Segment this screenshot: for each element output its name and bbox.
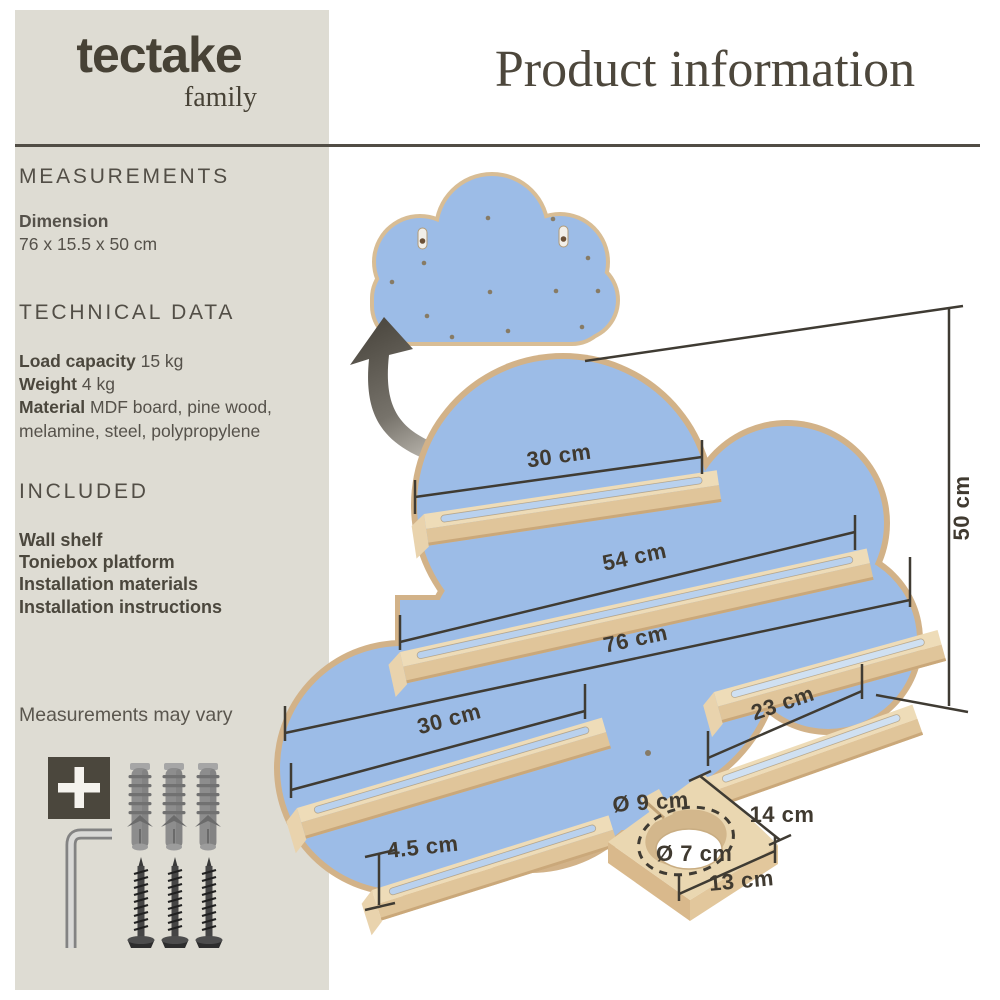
- screw-icon: [194, 855, 224, 950]
- platform-hole: [655, 828, 723, 870]
- weight-label: Weight: [19, 374, 78, 395]
- shelf-rail-top: [411, 470, 722, 559]
- included-item: Toniebox platform: [19, 552, 175, 573]
- tech-row-load: Load capacity 15 kg: [19, 350, 319, 373]
- screw-icon: [160, 855, 190, 950]
- tech-row-weight: Weight 4 kg: [19, 373, 319, 396]
- material-value: MDF board, pine wood, melamine, steel, p…: [19, 397, 272, 441]
- material-label: Material: [19, 397, 86, 418]
- wall-plug-icon: [160, 762, 188, 852]
- measurement-recess-inner: Ø 7 cm: [656, 841, 732, 866]
- allen-key-icon: [65, 828, 112, 948]
- included-item: Wall shelf: [19, 530, 103, 550]
- curved-arrow-icon: [350, 317, 451, 467]
- plus-icon: [48, 757, 110, 819]
- technical-heading: TECHNICAL DATA: [19, 301, 236, 324]
- measurements-note: Measurements may vary: [19, 704, 233, 726]
- measurement-platform-depth: 14 cm: [688, 769, 815, 847]
- hardware-icons: [48, 757, 224, 950]
- shelf-rail-right-middle: [703, 630, 947, 738]
- brand-sub: family: [183, 82, 257, 113]
- header-divider: [15, 144, 980, 147]
- dimension-label: Dimension: [19, 211, 109, 231]
- svg-text:14 cm: 14 cm: [750, 802, 815, 827]
- small-cloud-face: [374, 176, 616, 342]
- screw-holes: [389, 215, 601, 340]
- recess-annotation-circle: [637, 805, 735, 877]
- technical-rows: Load capacity 15 kg Weight 4 kg Material…: [19, 350, 319, 443]
- brand-name: tectake: [76, 27, 242, 83]
- included-item: Installation materials: [19, 574, 199, 595]
- wall-plug-icon: [126, 762, 154, 852]
- svg-text:13 cm: 13 cm: [708, 865, 775, 896]
- included-list: Wall shelf Toniebox platform Installatio…: [19, 529, 222, 618]
- measurement-total-height: 50 cm: [584, 304, 974, 714]
- brand-logo: tectake family: [61, 30, 257, 114]
- load-capacity-label: Load capacity: [19, 351, 136, 371]
- shelf-rail-middle: [388, 548, 874, 698]
- shelf-rail-lower-left: [286, 717, 611, 854]
- wall-plug-icon: [194, 762, 222, 852]
- screw-icon: [126, 855, 156, 950]
- keyhole-slots: [417, 225, 569, 250]
- screw-hole: [645, 750, 651, 756]
- toniebox-platform: [608, 773, 778, 921]
- dimension-value: 76 x 15.5 x 50 cm: [19, 234, 158, 254]
- shelf-rail-right: [695, 704, 924, 824]
- measurement-recess-outer: Ø 9 cm: [612, 787, 690, 817]
- measurement-platform-width: 13 cm: [677, 836, 777, 901]
- tech-row-material: Material MDF board, pine wood, melamine,…: [19, 396, 319, 442]
- included-item: Installation instructions: [19, 596, 223, 617]
- included-heading: INCLUDED: [19, 480, 149, 503]
- small-cloud-back-view: [370, 172, 620, 346]
- load-capacity-value: 15 kg: [140, 351, 184, 371]
- shelf-rail-bottom: [361, 815, 619, 936]
- weight-value: 4 kg: [81, 374, 115, 395]
- measurements-heading: MEASUREMENTS: [19, 165, 230, 188]
- page-title: Product information: [494, 41, 916, 98]
- svg-text:50 cm: 50 cm: [949, 476, 974, 541]
